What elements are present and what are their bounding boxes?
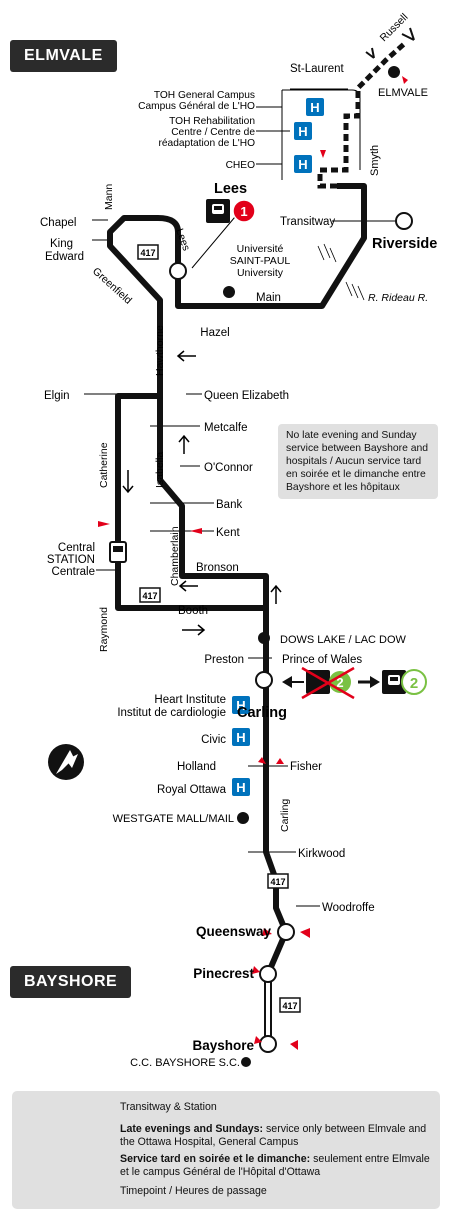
map-label: Kent (216, 527, 240, 539)
map-label: C.C. BAYSHORE S.C. (130, 1057, 240, 1069)
map-label: 417 (140, 248, 155, 258)
bayshore-station-label: Bayshore (192, 1038, 254, 1053)
map-label: Queen Elizabeth (204, 390, 289, 402)
map-label: ELMVALE (378, 87, 428, 99)
map-label: University (237, 267, 284, 279)
map-label: Institut de cardiologie (117, 707, 226, 719)
map-label: WESTGATE MALL/MAIL (113, 813, 234, 825)
map-label: Université (237, 243, 284, 255)
map-label: 1 (240, 204, 247, 219)
lees-rail-badge: 1 (206, 199, 256, 223)
map-label: King (50, 238, 73, 250)
map-label: réadaptation de L'HO (158, 138, 255, 149)
map-label: Holland (177, 761, 216, 773)
carling-station-label: Carling (237, 705, 287, 721)
lees-station-label: Lees (214, 181, 247, 197)
map-label: Central (58, 542, 95, 554)
map-label: Raymond (98, 607, 110, 652)
map-label: Fisher (290, 761, 322, 773)
map-label: Preston (204, 654, 244, 666)
map-label: Prince of Wales (282, 654, 362, 666)
map-label: Heart Institute (154, 694, 226, 706)
map-label: Kirkwood (298, 848, 345, 860)
map-label: STATION (47, 554, 95, 566)
map-label: H (236, 730, 245, 745)
map-label: Smyth (369, 145, 381, 176)
map-label: Woodroffe (322, 902, 375, 914)
map-label: 417 (142, 591, 157, 601)
queensway-station-label: Queensway (196, 924, 272, 939)
legend-late-fr: Service tard en soirée et le dimanche: s… (120, 1153, 430, 1178)
map-label: Elgin (44, 390, 70, 402)
carling-line2-badge: 2 2 (282, 666, 427, 700)
map-label: TOH Rehabilitation (169, 116, 255, 127)
map-label: SAINT-PAUL (230, 255, 291, 267)
legend-transitway: Transitway & Station (120, 1101, 217, 1113)
map-label: Bronson (196, 562, 239, 574)
map-label: 2 (410, 675, 418, 692)
map-label: Chamberlain (169, 526, 181, 586)
legend-panel: Transitway & Station Late evenings and S… (12, 1091, 440, 1209)
map-label: Isabella (154, 452, 166, 488)
map-label: R. Rideau R. (368, 292, 428, 304)
legend-timepoint: Timepoint / Heures de passage (120, 1185, 267, 1197)
map-label: Centrale (52, 566, 95, 578)
map-label: 2 (336, 675, 343, 690)
map-label: H (298, 157, 307, 172)
map-label: Edward (45, 251, 84, 263)
map-label: TOH General Campus (154, 90, 255, 101)
map-label: Royal Ottawa (157, 784, 227, 796)
terminal-bayshore: BAYSHORE (10, 966, 132, 998)
map-label: Russell (378, 11, 411, 44)
map-label: Centre / Centre de (171, 127, 255, 138)
map-label: Hawthorne (154, 325, 166, 376)
map-label: CHEO (226, 160, 256, 171)
map-label: 417 (270, 877, 285, 887)
map-label: H (236, 780, 245, 795)
map-label: H (236, 698, 245, 713)
map-label: St-Laurent (290, 63, 345, 75)
map-label: Main (256, 292, 281, 304)
pinecrest-station-label: Pinecrest (193, 966, 254, 981)
map-label: Chapel (40, 217, 76, 229)
service-note: No late evening and Sunday service betwe… (278, 424, 438, 499)
map-label: H (298, 124, 307, 139)
map-label: Metcalfe (204, 422, 247, 434)
map-label: Hazel (200, 327, 229, 339)
map-label: Booth (178, 605, 208, 617)
map-label: O'Connor (204, 462, 253, 474)
map-label: H (310, 100, 319, 115)
map-label: Carling (279, 799, 291, 832)
map-label: Bank (216, 499, 242, 511)
map-label: Greenfield (90, 265, 134, 306)
north-arrow-icon (48, 744, 84, 780)
map-label: Mann (103, 184, 115, 210)
map-label: Catherine (98, 442, 110, 488)
map-label: 417 (282, 1001, 297, 1011)
map-label: Civic (201, 734, 226, 746)
riverside-station-label: Riverside (372, 236, 437, 252)
legend-late-en: Late evenings and Sundays: service only … (120, 1123, 427, 1148)
terminal-elmvale: ELMVALE (10, 40, 117, 72)
map-label: DOWS LAKE / LAC DOW (280, 634, 407, 646)
hospital-icons: H H H H H H (232, 98, 324, 796)
map-label: Transitway (280, 216, 335, 228)
map-label: Campus Général de L'HO (138, 101, 255, 112)
